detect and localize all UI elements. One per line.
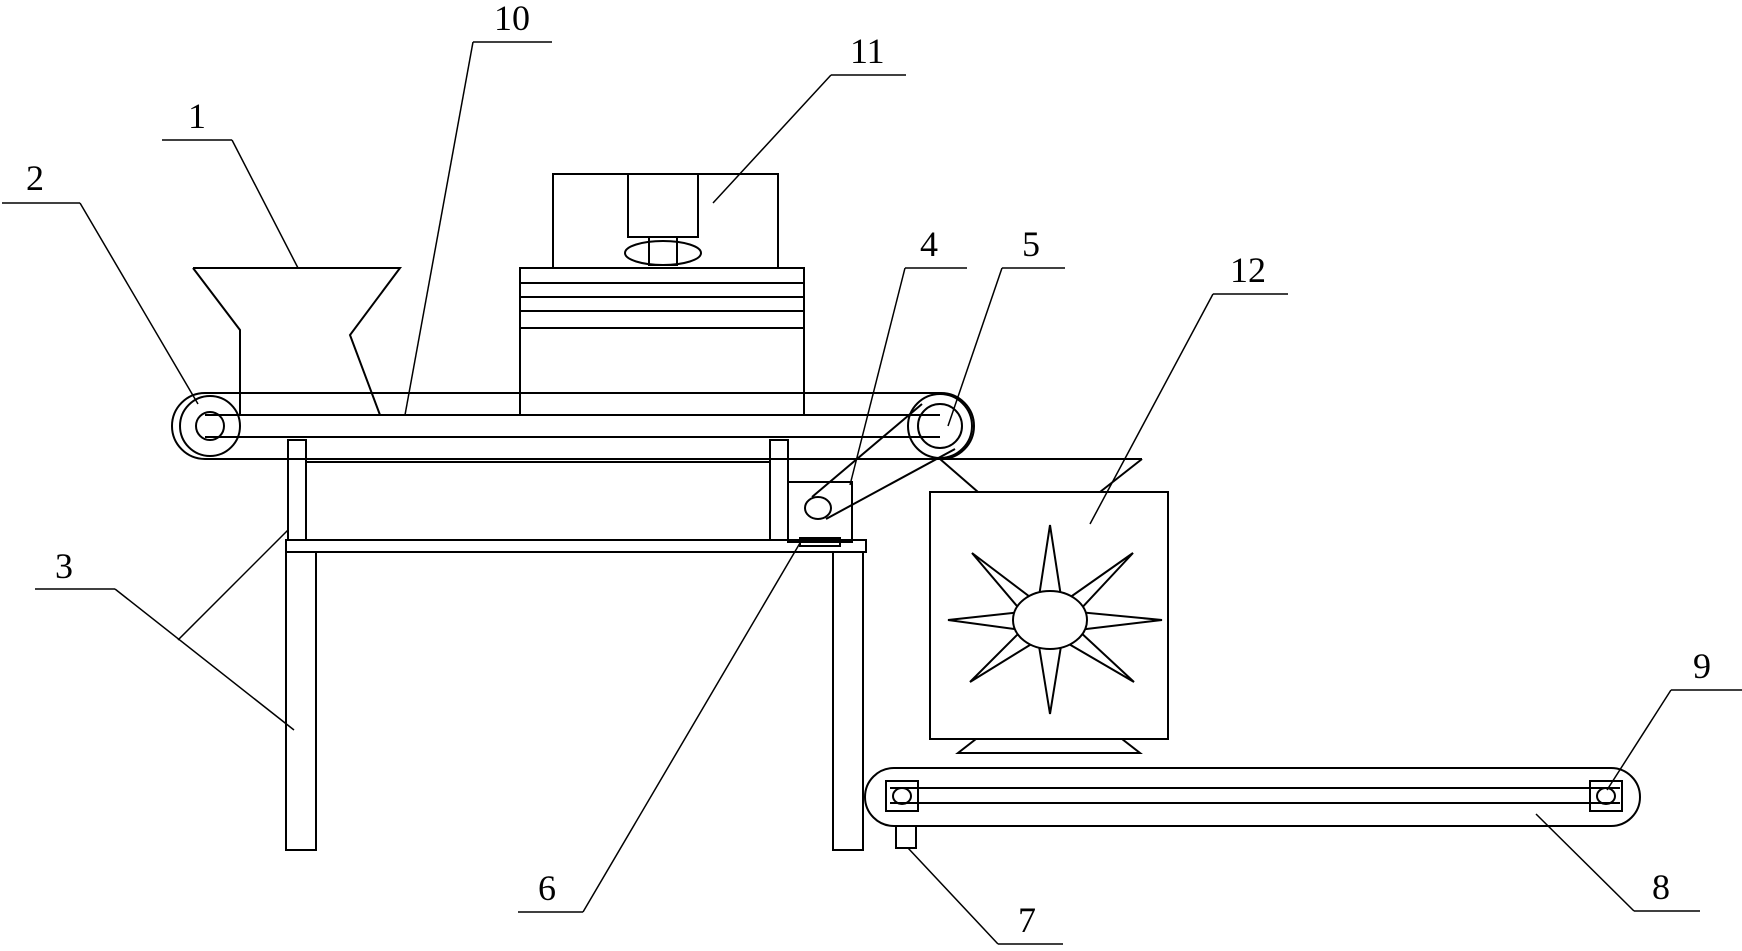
- label-6: 6: [538, 868, 556, 908]
- discharge-chute: [939, 458, 1143, 493]
- label-10: 10: [494, 0, 530, 38]
- leader-lines: [2, 41, 1742, 945]
- drive-belt: [811, 403, 956, 520]
- upper-conveyor-belt: [171, 392, 975, 460]
- fan-blower: [929, 491, 1169, 754]
- label-3: 3: [55, 546, 73, 586]
- lower-conveyor: [864, 767, 1641, 827]
- label-1: 1: [188, 96, 206, 136]
- drive-motor: [787, 481, 853, 547]
- label-4: 4: [920, 224, 938, 264]
- label-12: 12: [1230, 250, 1266, 290]
- left-roller: [179, 395, 241, 457]
- lower-right-roller: [1589, 780, 1623, 812]
- label-8: 8: [1652, 867, 1670, 907]
- crusher-unit: [519, 173, 805, 416]
- right-drive-roller: [907, 393, 973, 459]
- support-frame: [285, 439, 867, 851]
- lower-drive-motor: [895, 825, 917, 849]
- label-9: 9: [1693, 646, 1711, 686]
- label-2: 2: [26, 158, 44, 198]
- label-11: 11: [850, 31, 885, 71]
- label-7: 7: [1018, 900, 1036, 940]
- lower-left-roller: [885, 780, 919, 812]
- label-5: 5: [1022, 224, 1040, 264]
- hopper: [192, 267, 402, 416]
